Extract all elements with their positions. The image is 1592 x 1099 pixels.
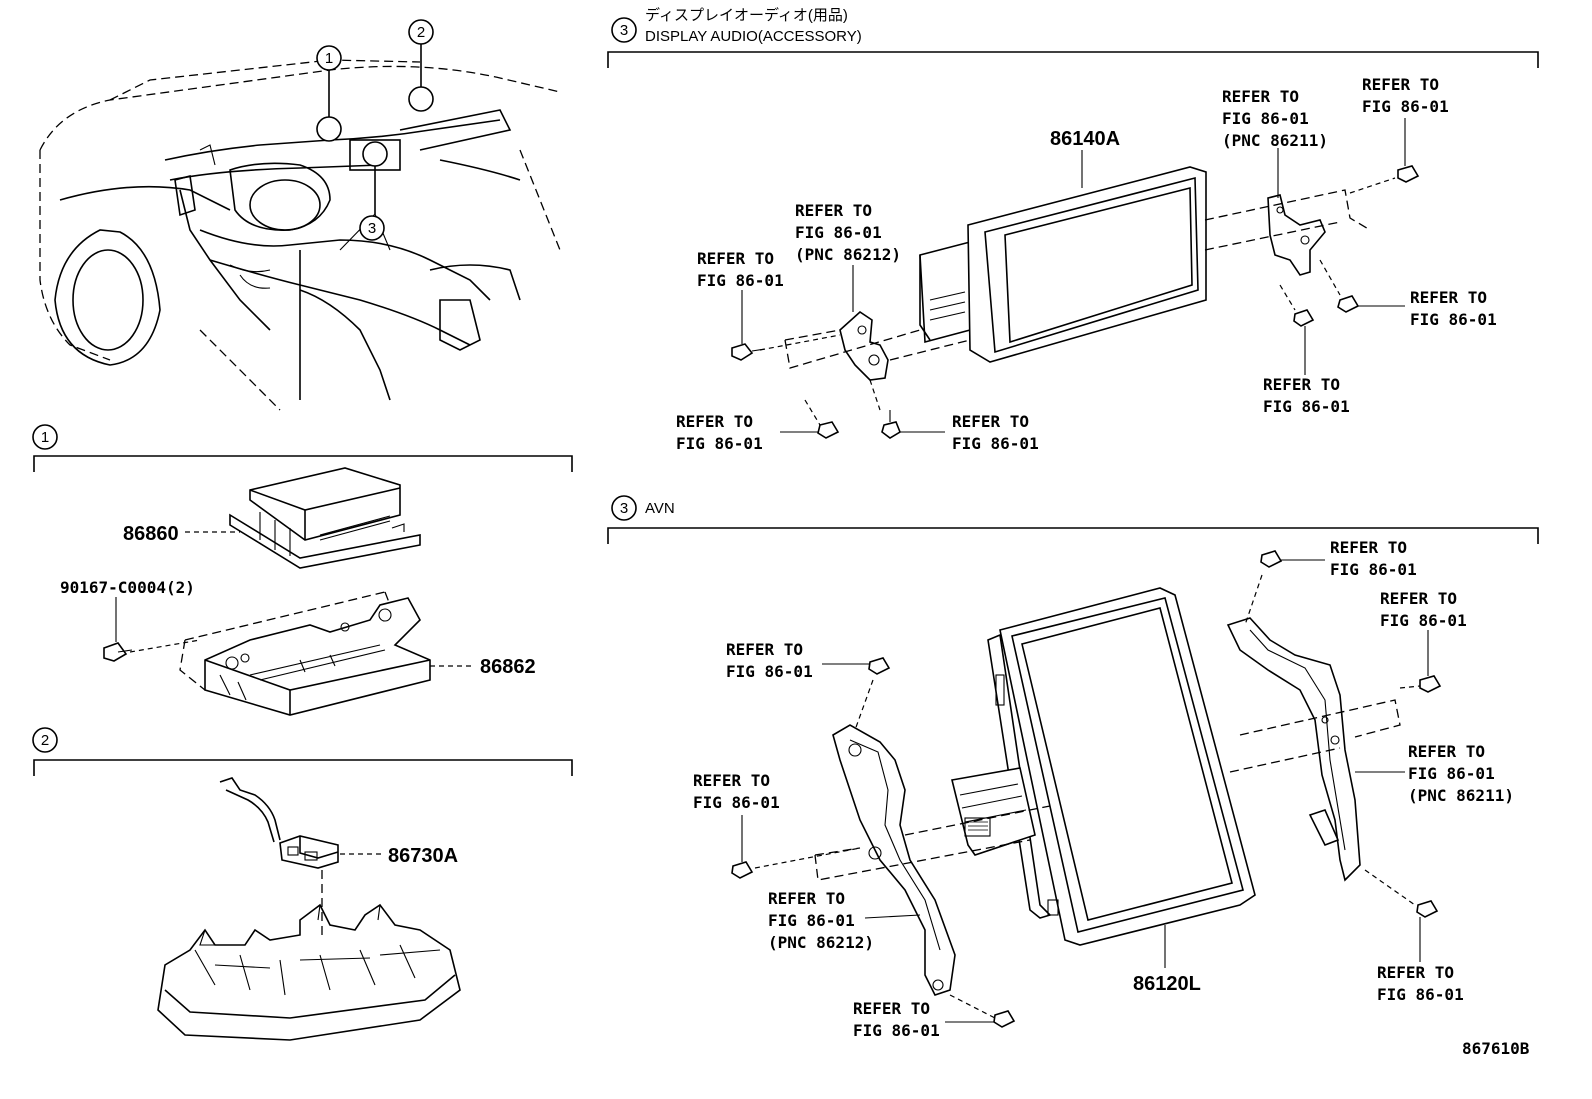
svg-text:REFER TO: REFER TO	[693, 771, 770, 790]
part-86120l-label: 86120L	[1133, 973, 1201, 995]
svg-text:REFER TO: REFER TO	[1380, 589, 1457, 608]
svg-text:(PNC 86211): (PNC 86211)	[1408, 786, 1514, 805]
svg-text:REFER TO: REFER TO	[1263, 375, 1340, 394]
callout-1-label: 1	[325, 50, 333, 67]
screw-right-3	[1337, 295, 1360, 313]
airbag-bolt	[103, 642, 133, 662]
avn-ref-right-2: REFER TO FIG 86-01	[1380, 589, 1467, 630]
svg-text:REFER TO: REFER TO	[1377, 963, 1454, 982]
avn-right-bracket	[1226, 617, 1361, 882]
part-90167-label: 90167-C0004(2)	[60, 578, 195, 597]
avn-screw-3	[868, 657, 891, 675]
svg-text:REFER TO: REFER TO	[1330, 538, 1407, 557]
svg-text:(PNC 86212): (PNC 86212)	[795, 245, 901, 264]
svg-text:FIG 86-01: FIG 86-01	[676, 434, 763, 453]
svg-text:REFER TO: REFER TO	[1410, 288, 1487, 307]
callout-2-label: 2	[417, 24, 425, 41]
microphone-assembly	[219, 777, 339, 869]
avn-ref-top-right: REFER TO FIG 86-01	[1330, 538, 1417, 579]
screw-left-3	[881, 410, 901, 439]
da-ref-right-mid: REFER TO FIG 86-01	[1410, 288, 1497, 329]
svg-text:FIG 86-01: FIG 86-01	[726, 662, 813, 681]
screw-right-1	[1397, 165, 1420, 183]
svg-text:REFER TO: REFER TO	[1362, 75, 1439, 94]
display-audio-header-jp: ディスプレイオーディオ(用品)	[645, 6, 848, 24]
section-3-display-audio: 3 ディスプレイオーディオ(用品) DISPLAY AUDIO(ACCESSOR…	[607, 6, 1539, 453]
svg-text:FIG 86-01: FIG 86-01	[1362, 97, 1449, 116]
section-1-airbag-sensor: 1 86860 86862	[32, 424, 573, 716]
avn-left-bracket	[832, 724, 956, 996]
svg-text:REFER TO: REFER TO	[1222, 87, 1299, 106]
da-ref-pnc-86212: REFER TO FIG 86-01 (PNC 86212)	[795, 201, 901, 264]
overhead-console	[157, 903, 461, 1041]
section-1-number: 1	[41, 429, 49, 446]
screw-left-1	[731, 343, 766, 361]
display-audio-right-bracket	[1267, 194, 1326, 276]
svg-text:FIG 86-01: FIG 86-01	[1222, 109, 1309, 128]
airbag-sensor-module	[229, 467, 421, 569]
avn-screw-4	[731, 861, 754, 879]
svg-text:FIG 86-01: FIG 86-01	[853, 1021, 940, 1040]
section-3a-number: 3	[620, 22, 628, 39]
svg-text:REFER TO: REFER TO	[697, 249, 774, 268]
screw-right-2	[1293, 309, 1315, 327]
section-2-number: 2	[41, 732, 49, 749]
avn-screw-2	[1419, 675, 1442, 693]
svg-text:FIG 86-01: FIG 86-01	[693, 793, 780, 812]
avn-screw-6	[993, 1010, 1016, 1028]
svg-text:FIG 86-01: FIG 86-01	[1408, 764, 1495, 783]
svg-text:FIG 86-01: FIG 86-01	[768, 911, 855, 930]
section-2-microphone: 2 86730A	[32, 727, 573, 1041]
da-ref-top-right: REFER TO FIG 86-01	[1362, 75, 1449, 116]
airbag-sensor-bracket	[204, 597, 431, 716]
da-ref-pnc-86211: REFER TO FIG 86-01 (PNC 86211)	[1222, 87, 1328, 150]
svg-text:FIG 86-01: FIG 86-01	[795, 223, 882, 242]
avn-ref-top-left: REFER TO FIG 86-01	[726, 640, 813, 681]
svg-text:REFER TO: REFER TO	[853, 999, 930, 1018]
da-ref-left: REFER TO FIG 86-01	[697, 249, 784, 290]
svg-text:FIG 86-01: FIG 86-01	[1263, 397, 1350, 416]
callout-3-label: 3	[368, 220, 376, 237]
avn-ref-left: REFER TO FIG 86-01	[693, 771, 780, 812]
svg-text:REFER TO: REFER TO	[952, 412, 1029, 431]
da-ref-bottom-mid: REFER TO FIG 86-01	[952, 412, 1039, 453]
screw-left-2	[817, 421, 840, 439]
part-86862-label: 86862	[480, 656, 536, 678]
svg-text:REFER TO: REFER TO	[726, 640, 803, 659]
da-ref-bottom-left: REFER TO FIG 86-01	[676, 412, 763, 453]
display-audio-unit	[919, 166, 1207, 363]
avn-screw-1	[1260, 550, 1283, 568]
svg-text:FIG 86-01: FIG 86-01	[1380, 611, 1467, 630]
display-audio-header-en: DISPLAY AUDIO(ACCESSORY)	[645, 28, 862, 45]
avn-ref-bottom-right: REFER TO FIG 86-01	[1377, 963, 1464, 1004]
avn-screw-5	[1416, 900, 1439, 918]
svg-text:REFER TO: REFER TO	[676, 412, 753, 431]
part-86730a-label: 86730A	[388, 845, 458, 867]
svg-text:FIG 86-01: FIG 86-01	[1377, 985, 1464, 1004]
svg-text:(PNC 86212): (PNC 86212)	[768, 933, 874, 952]
part-86140a-label: 86140A	[1050, 128, 1120, 150]
section-3-avn: 3 AVN 86120L	[607, 495, 1539, 1040]
avn-display-unit	[987, 587, 1256, 946]
section-3b-number: 3	[620, 500, 628, 517]
part-86860-label: 86860	[123, 523, 179, 545]
avn-ref-pnc-86212: REFER TO FIG 86-01 (PNC 86212)	[768, 889, 874, 952]
avn-header: AVN	[645, 500, 675, 517]
avn-ref-bottom: REFER TO FIG 86-01	[853, 999, 940, 1040]
diagram-id: 867610B	[1462, 1039, 1530, 1058]
svg-text:REFER TO: REFER TO	[1408, 742, 1485, 761]
svg-text:REFER TO: REFER TO	[795, 201, 872, 220]
svg-text:(PNC 86211): (PNC 86211)	[1222, 131, 1328, 150]
svg-text:FIG 86-01: FIG 86-01	[1330, 560, 1417, 579]
svg-text:FIG 86-01: FIG 86-01	[1410, 310, 1497, 329]
avn-ref-pnc-86211: REFER TO FIG 86-01 (PNC 86211)	[1408, 742, 1514, 805]
car-interior-overview: 1 2 3	[39, 19, 561, 411]
svg-text:REFER TO: REFER TO	[768, 889, 845, 908]
svg-text:FIG 86-01: FIG 86-01	[697, 271, 784, 290]
da-ref-bottom-right: REFER TO FIG 86-01	[1263, 375, 1350, 416]
svg-text:FIG 86-01: FIG 86-01	[952, 434, 1039, 453]
